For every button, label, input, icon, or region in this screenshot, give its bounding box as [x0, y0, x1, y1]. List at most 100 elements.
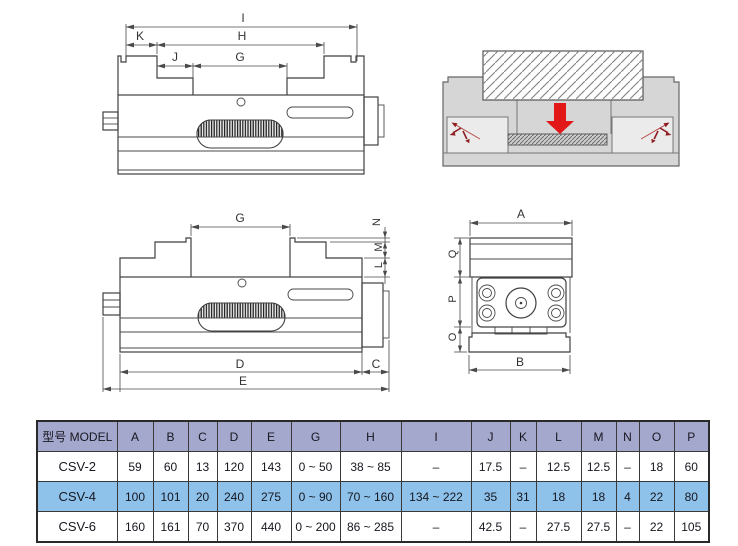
- table-cell: 101: [152, 481, 189, 512]
- table-cell: 31: [509, 481, 537, 512]
- dimension-k-h: K H: [125, 29, 325, 54]
- col-header-model: 型号 MODEL: [36, 420, 118, 452]
- col-header-p: P: [673, 420, 710, 452]
- dim-label-n: N: [371, 218, 383, 226]
- dimension-a: A: [469, 207, 573, 236]
- col-header-m: M: [580, 420, 617, 452]
- table-cell: 86 ~ 285: [339, 511, 402, 543]
- table-cell: 22: [638, 511, 675, 543]
- dim-label-l: L: [373, 262, 385, 268]
- table-header-row: 型号 MODEL A B C D E G H I J K L M N O P: [36, 420, 710, 452]
- table-cell: 161: [152, 511, 189, 543]
- model-name: CSV-2: [36, 451, 118, 482]
- table-cell: 4: [615, 481, 640, 512]
- dim-label-a: A: [517, 207, 525, 221]
- table-cell: 42.5: [470, 511, 511, 543]
- table-cell: 120: [216, 451, 252, 482]
- table-cell: –: [615, 511, 640, 543]
- table-cell: 59: [116, 451, 154, 482]
- table-cell: 275: [250, 481, 292, 512]
- table-cell: 12.5: [535, 451, 582, 482]
- col-header-b: B: [152, 420, 189, 452]
- force-arrows-right: [640, 122, 672, 144]
- cross-section-view: [442, 50, 680, 167]
- col-header-i: I: [400, 420, 472, 452]
- dim-label-b: B: [516, 355, 524, 369]
- dimension-g: G: [190, 211, 291, 236]
- col-header-h: H: [339, 420, 402, 452]
- col-header-c: C: [187, 420, 218, 452]
- table-cell: 60: [673, 451, 710, 482]
- table-cell: 240: [216, 481, 252, 512]
- col-header-e: E: [250, 420, 292, 452]
- bolt: [478, 284, 496, 302]
- table-cell: 17.5: [470, 451, 511, 482]
- col-header-j: J: [470, 420, 511, 452]
- col-header-o: O: [638, 420, 675, 452]
- side-view-front: G N M L: [102, 211, 390, 392]
- table-cell: 70 ~ 160: [339, 481, 402, 512]
- table-cell: 80: [673, 481, 710, 512]
- col-header-a: A: [116, 420, 154, 452]
- table-cell: 22: [638, 481, 675, 512]
- dimension-j-g: J G: [156, 50, 288, 78]
- dim-label-g: G: [235, 211, 244, 225]
- friction-strip: [507, 133, 608, 146]
- table-cell: –: [400, 511, 472, 543]
- force-arrows-left: [449, 122, 481, 144]
- lead-screw-knob: [102, 292, 121, 316]
- end-cap: [363, 96, 385, 146]
- dim-label-i: I: [241, 11, 244, 25]
- table-cell: 20: [187, 481, 218, 512]
- end-cap: [361, 282, 390, 348]
- table-cell: 13: [187, 451, 218, 482]
- table-row: CSV-6 160 161 70 370 440 0 ~ 200 86 ~ 28…: [36, 511, 710, 543]
- table-cell: 105: [673, 511, 710, 543]
- table-cell: 100: [116, 481, 154, 512]
- spec-table: 型号 MODEL A B C D E G H I J K L M N O P C…: [36, 420, 710, 543]
- end-view: A Q P O: [447, 207, 573, 374]
- dimension-b: B: [468, 355, 571, 374]
- dimension-n-m-l: N M L: [297, 218, 390, 284]
- workpiece-hatch: [483, 51, 643, 100]
- col-header-d: D: [216, 420, 252, 452]
- knurl-grip: [120, 302, 362, 332]
- oval-slot: [286, 106, 354, 119]
- bolt: [547, 284, 565, 302]
- pin-hole: [236, 97, 246, 107]
- relief-pocket-left: [446, 116, 509, 154]
- col-header-n: N: [615, 420, 640, 452]
- table-cell: 160: [116, 511, 154, 543]
- dim-label-g: G: [235, 50, 244, 64]
- spindle: [505, 287, 537, 319]
- table-cell: –: [509, 511, 537, 543]
- base-block: [468, 332, 571, 353]
- dim-label-p: P: [447, 295, 459, 302]
- model-name: CSV-6: [36, 511, 118, 543]
- knurl-grip: [118, 119, 364, 149]
- table-cell: –: [400, 451, 472, 482]
- table-cell: 440: [250, 511, 292, 543]
- dim-label-d: D: [236, 357, 245, 371]
- table-cell: 0 ~ 50: [290, 451, 341, 482]
- table-cell: 18: [535, 481, 582, 512]
- table-cell: 35: [470, 481, 511, 512]
- dimension-d-c-e: D C E: [102, 317, 390, 392]
- table-cell: 18: [638, 451, 675, 482]
- table-cell: 60: [152, 451, 189, 482]
- table-row-highlighted: CSV-4 100 101 20 240 275 0 ~ 90 70 ~ 160…: [36, 481, 710, 512]
- lead-screw-knob: [102, 111, 119, 131]
- col-header-g: G: [290, 420, 341, 452]
- dim-label-m: M: [373, 242, 385, 251]
- model-name: CSV-4: [36, 481, 118, 512]
- table-cell: 12.5: [580, 451, 617, 482]
- technical-drawings: I K H J G: [102, 11, 680, 392]
- table-cell: 0 ~ 200: [290, 511, 341, 543]
- dim-label-q: Q: [447, 249, 459, 258]
- table-cell: –: [509, 451, 537, 482]
- spindle-plate: [471, 277, 571, 335]
- dim-label-c: C: [372, 357, 381, 371]
- vise-jaws-profile: [119, 237, 363, 277]
- table-cell: 27.5: [535, 511, 582, 543]
